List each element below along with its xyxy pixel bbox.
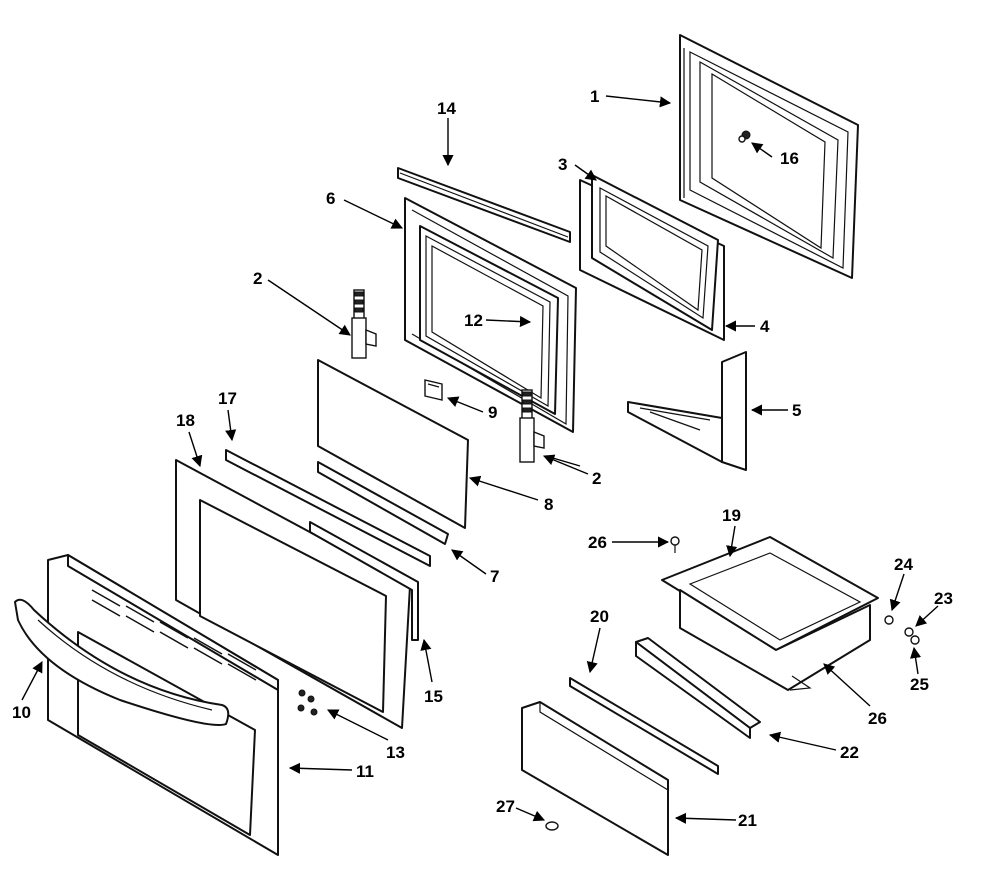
label-7: 7: [490, 567, 499, 586]
part-24-nut: [884, 615, 894, 625]
part-26-screw-top: [670, 536, 680, 553]
part-3-window-gasket: [591, 174, 719, 331]
label-12: 12: [464, 311, 483, 330]
label-23: 23: [934, 589, 953, 608]
label-26-top: 26: [588, 533, 607, 552]
label-9: 9: [488, 403, 497, 422]
part-1-inner-door-panel: [679, 34, 859, 279]
label-22: 22: [840, 743, 859, 762]
part-19-drawer: [661, 536, 879, 691]
part-labels: 1 3 16 14 6 2 12 4 5 9 17 18 2 8 7 15 13…: [12, 87, 953, 830]
label-11: 11: [356, 762, 374, 781]
label-16: 16: [780, 149, 799, 168]
part-21-drawer-front: [521, 701, 669, 856]
part-22-drawer-panel: [635, 637, 761, 739]
part-23-bolt: [904, 627, 914, 637]
part-10-handle: [14, 598, 230, 726]
label-4: 4: [760, 317, 770, 336]
label-14: 14: [437, 99, 456, 118]
part-20-strip: [569, 677, 719, 775]
label-25: 25: [910, 675, 929, 694]
part-14-top-trim: [397, 167, 571, 243]
part-16-clip: [738, 130, 751, 143]
label-3: 3: [558, 155, 567, 174]
label-26-bottom: 26: [868, 709, 887, 728]
part-17-strip: [225, 449, 431, 567]
label-8: 8: [544, 495, 553, 514]
part-7-bottom-trim: [317, 461, 449, 545]
leader-lines: [21, 95, 939, 824]
part-13-screws: [297, 689, 318, 716]
part-5-insulation: [627, 351, 747, 471]
label-20: 20: [590, 607, 609, 626]
label-15: 15: [424, 687, 443, 706]
label-18: 18: [176, 411, 195, 430]
label-17: 17: [218, 389, 237, 408]
label-13: 13: [386, 743, 405, 762]
label-1: 1: [590, 87, 599, 106]
part-27-nut: [545, 821, 559, 831]
vent-slots: [91, 589, 257, 681]
label-19: 19: [722, 506, 741, 525]
part-8-glass-panel: [317, 359, 469, 529]
label-21: 21: [738, 811, 757, 830]
part-2-hinge-left: [351, 289, 377, 359]
label-5: 5: [792, 401, 801, 420]
label-27: 27: [496, 797, 515, 816]
label-2-right: 2: [592, 469, 601, 488]
part-15-side-trim: [309, 521, 419, 641]
label-2-left: 2: [253, 269, 262, 288]
label-6: 6: [326, 189, 335, 208]
label-24: 24: [894, 555, 913, 574]
part-25-washer: [910, 635, 920, 645]
part-2-hinge-right: [519, 389, 545, 463]
label-10: 10: [12, 703, 31, 722]
part-9-bracket: [424, 379, 443, 401]
